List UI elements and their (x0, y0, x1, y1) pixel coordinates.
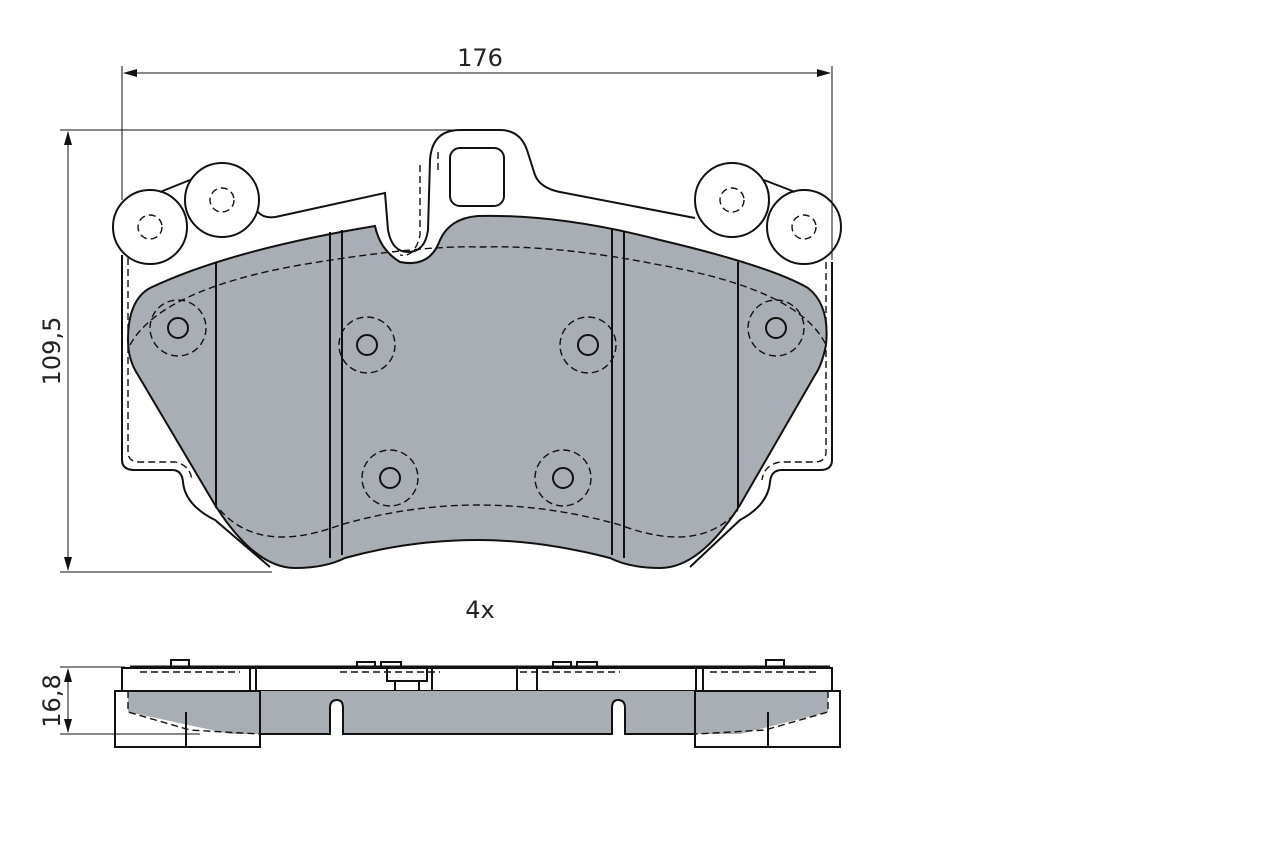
thickness-dimension: 16,8 (38, 666, 200, 735)
friction-material (126, 214, 828, 570)
height-dimension: 109,5 (38, 129, 455, 573)
pad-holes (149, 299, 805, 507)
ear-circle (184, 162, 260, 238)
height-label: 109,5 (38, 317, 66, 386)
quantity-label: 4x (465, 596, 494, 624)
ear-circle (112, 189, 188, 265)
side-view (114, 659, 841, 748)
thickness-label: 16,8 (38, 674, 66, 727)
width-label: 176 (457, 44, 503, 72)
clip-slot (449, 147, 505, 207)
ear-circle (694, 162, 770, 238)
width-dimension: 176 (121, 44, 833, 260)
backing-plate (112, 129, 842, 568)
ear-circle (766, 189, 842, 265)
